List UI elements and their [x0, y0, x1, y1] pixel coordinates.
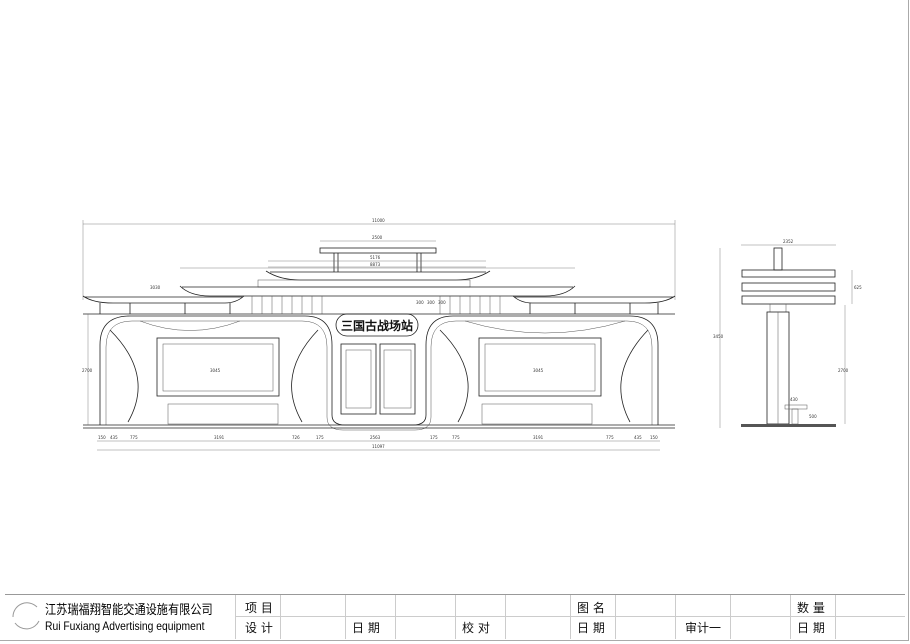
- quantity-label: 数 量: [797, 601, 825, 615]
- dim-bench-height: 500: [809, 414, 817, 419]
- dim-chain-9: 775: [452, 435, 460, 440]
- bottom-dimensions: 150 435 775 3191 726 175 2563 175 775 31…: [97, 435, 660, 451]
- dim-base-total: 11097: [372, 444, 385, 449]
- dim-chain-8: 175: [430, 435, 438, 440]
- audit-label: 审计一: [685, 621, 722, 635]
- dim-chain-12: 435: [634, 435, 642, 440]
- middle-roof: 5176 8873: [179, 255, 576, 297]
- side-ground: [741, 424, 836, 427]
- dim-mid-roof-a: 5176: [370, 255, 381, 260]
- check-label: 校 对: [462, 621, 490, 635]
- dim-height-1: 300: [416, 300, 424, 305]
- dim-panel-left: 3045: [210, 368, 221, 373]
- dim-chain-10: 3191: [533, 435, 544, 440]
- top-roof: 2500: [319, 235, 437, 272]
- dim-side-height: 3450: [713, 334, 724, 339]
- dim-chain-13: 150: [650, 435, 658, 440]
- dim-overall-width: 11000: [372, 218, 385, 223]
- dim-chain-3: 775: [130, 435, 138, 440]
- dim-side-width: 2352: [783, 239, 794, 244]
- shelter-body: 3045 3045 三国古战场站 2700: [82, 313, 675, 431]
- side-view: 2352 430 500 3450 2700 625: [713, 239, 862, 428]
- side-roofs: 3030 300 300 300: [82, 285, 676, 314]
- company-name-cn: 江苏瑞福翔智能交通设施有限公司: [45, 603, 213, 618]
- dim-bench-width: 430: [790, 397, 798, 402]
- date-label-2: 日 期: [577, 621, 605, 635]
- station-name-sign: 三国古战场站: [341, 318, 413, 333]
- dim-side-roof: 3030: [150, 285, 161, 290]
- dim-roof-total: 625: [854, 285, 862, 290]
- dim-chain-5: 726: [292, 435, 300, 440]
- title-block: 江苏瑞福翔智能交通设施有限公司 Rui Fuxiang Advertising …: [5, 594, 905, 639]
- drawing-name-label: 图 名: [577, 601, 605, 615]
- dim-chain-2: 435: [110, 435, 118, 440]
- dim-chain-11: 775: [606, 435, 614, 440]
- company-name-en: Rui Fuxiang Advertising equipment: [45, 619, 205, 633]
- dim-height-2: 300: [427, 300, 435, 305]
- dim-pole-height: 2700: [838, 368, 849, 373]
- date-label-3: 日 期: [797, 621, 825, 635]
- dim-chain-4: 3191: [214, 435, 225, 440]
- dim-top-roof: 2500: [372, 235, 383, 240]
- design-label: 设 计: [245, 621, 273, 635]
- project-label: 项 目: [245, 601, 273, 615]
- company-logo: [12, 602, 40, 630]
- overall-dimension: 11000: [82, 218, 676, 300]
- dim-chain-7: 2563: [370, 435, 381, 440]
- dim-panel-right: 3045: [533, 368, 544, 373]
- dim-left-height: 2700: [82, 368, 93, 373]
- dim-height-3: 300: [438, 300, 446, 305]
- dim-mid-roof-b: 8873: [370, 262, 381, 267]
- date-label-1: 日 期: [352, 621, 380, 635]
- dim-chain-1: 150: [98, 435, 106, 440]
- dim-chain-6: 175: [316, 435, 324, 440]
